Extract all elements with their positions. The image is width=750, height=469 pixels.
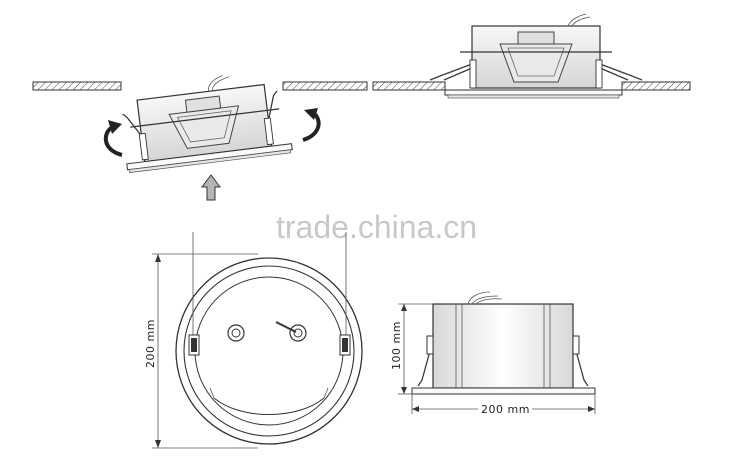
watermark-text: trade.china.cn (276, 209, 477, 245)
ceiling-panel-installed-left (372, 81, 446, 91)
ceiling-panel-left (32, 81, 122, 91)
side-view: 100 mm 200 mm (390, 291, 596, 416)
front-view: 200 mm (144, 232, 363, 449)
up-arrow-icon (201, 174, 221, 201)
ceiling-panel-right (282, 81, 368, 91)
ceiling-panel-installed-right (621, 81, 691, 91)
rotate-cw-arrow-icon (302, 108, 321, 142)
install-step-installed (372, 13, 691, 99)
front-diameter-label: 200 mm (144, 319, 157, 368)
rotate-ccw-arrow-icon (103, 120, 123, 157)
side-width-label: 200 mm (481, 403, 530, 416)
speaker-tilted (122, 75, 293, 173)
side-height-label: 100 mm (390, 321, 403, 370)
install-step-tilted (32, 75, 368, 201)
